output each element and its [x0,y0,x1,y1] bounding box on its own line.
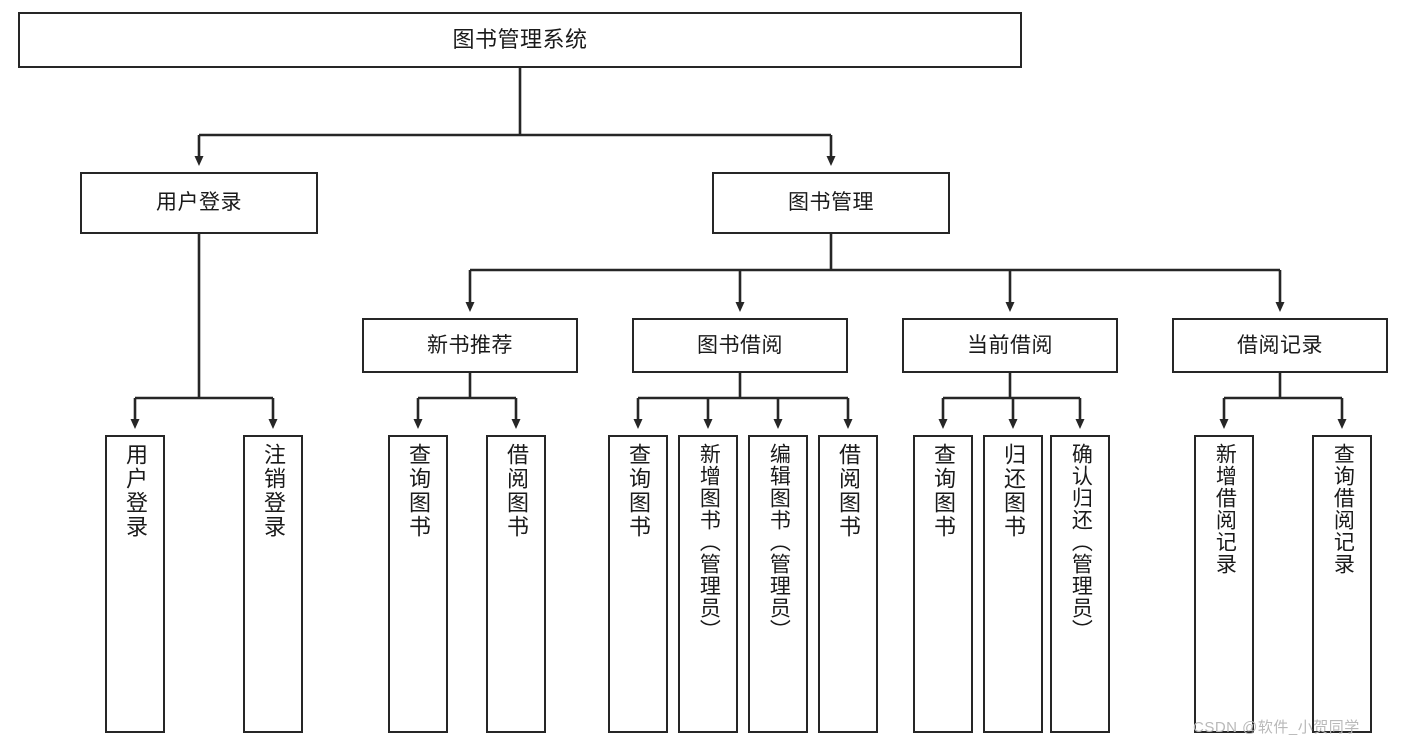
node-leaf-confirm-return[interactable]: 确认归还（管理员） [1050,435,1110,733]
node-leaf-return-book[interactable]: 归还图书 [983,435,1043,733]
node-leaf-add-record-label: 新增借阅记录 [1213,443,1237,575]
node-leaf-query-record-label: 查询借阅记录 [1331,443,1355,575]
node-leaf-user-logout-label: 注销登录 [260,443,286,539]
node-book-borrow[interactable]: 图书借阅 [632,318,848,373]
node-leaf-borrow-book-1[interactable]: 借阅图书 [486,435,546,733]
node-leaf-add-book[interactable]: 新增图书（管理员） [678,435,738,733]
node-leaf-return-book-label: 归还图书 [1000,443,1026,539]
node-leaf-user-login[interactable]: 用户登录 [105,435,165,733]
node-borrow-record-label: 借阅记录 [1237,333,1323,357]
node-book-borrow-label: 图书借阅 [697,333,783,357]
node-borrow-record[interactable]: 借阅记录 [1172,318,1388,373]
node-leaf-query-book-1[interactable]: 查询图书 [388,435,448,733]
node-leaf-query-record[interactable]: 查询借阅记录 [1312,435,1372,733]
node-leaf-query-book-3[interactable]: 查询图书 [913,435,973,733]
node-leaf-edit-book-label: 编辑图书（管理员） [767,443,791,641]
node-leaf-query-book-2[interactable]: 查询图书 [608,435,668,733]
node-leaf-confirm-return-label: 确认归还（管理员） [1069,443,1093,641]
node-user-login-label: 用户登录 [156,191,242,215]
node-leaf-edit-book[interactable]: 编辑图书（管理员） [748,435,808,733]
node-leaf-query-book-1-label: 查询图书 [405,443,431,539]
node-book-manage-label: 图书管理 [788,191,874,215]
node-current-borrow-label: 当前借阅 [967,333,1053,357]
node-new-book-recommend-label: 新书推荐 [427,333,513,357]
node-leaf-borrow-book-2[interactable]: 借阅图书 [818,435,878,733]
node-root[interactable]: 图书管理系统 [18,12,1022,68]
node-leaf-add-record[interactable]: 新增借阅记录 [1194,435,1254,733]
node-current-borrow[interactable]: 当前借阅 [902,318,1118,373]
node-user-login[interactable]: 用户登录 [80,172,318,234]
node-leaf-user-logout[interactable]: 注销登录 [243,435,303,733]
node-leaf-query-book-2-label: 查询图书 [625,443,651,539]
node-leaf-add-book-label: 新增图书（管理员） [697,443,721,641]
node-leaf-borrow-book-1-label: 借阅图书 [503,443,529,539]
node-new-book-recommend[interactable]: 新书推荐 [362,318,578,373]
node-root-label: 图书管理系统 [452,26,588,52]
node-leaf-user-login-label: 用户登录 [122,443,148,539]
csdn-watermark: CSDN @软件_小贺同学 [1193,719,1360,736]
node-leaf-query-book-3-label: 查询图书 [930,443,956,539]
node-book-manage[interactable]: 图书管理 [712,172,950,234]
node-leaf-borrow-book-2-label: 借阅图书 [835,443,861,539]
